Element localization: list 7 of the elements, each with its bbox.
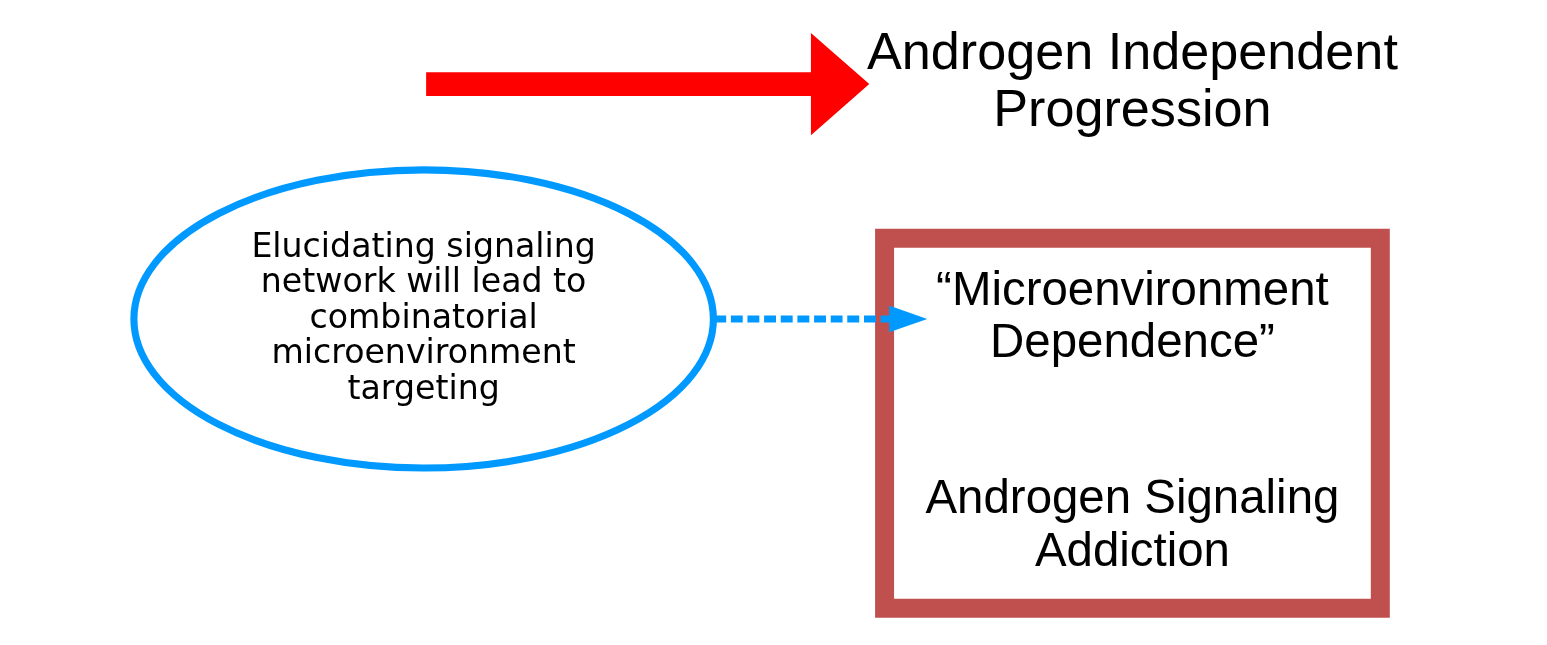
node-text: “Microenvironment Dependence”	[936, 261, 1329, 367]
cluster	[875, 228, 1390, 618]
arrow	[714, 305, 928, 333]
node-text: Androgen Independent Progression	[867, 21, 1398, 137]
node-text: Androgen Signaling Addiction	[925, 470, 1340, 576]
arrow	[426, 33, 870, 136]
node-ellipse: Elucidating signaling network will lead to combinatorial microenvironment targeting	[130, 166, 717, 472]
